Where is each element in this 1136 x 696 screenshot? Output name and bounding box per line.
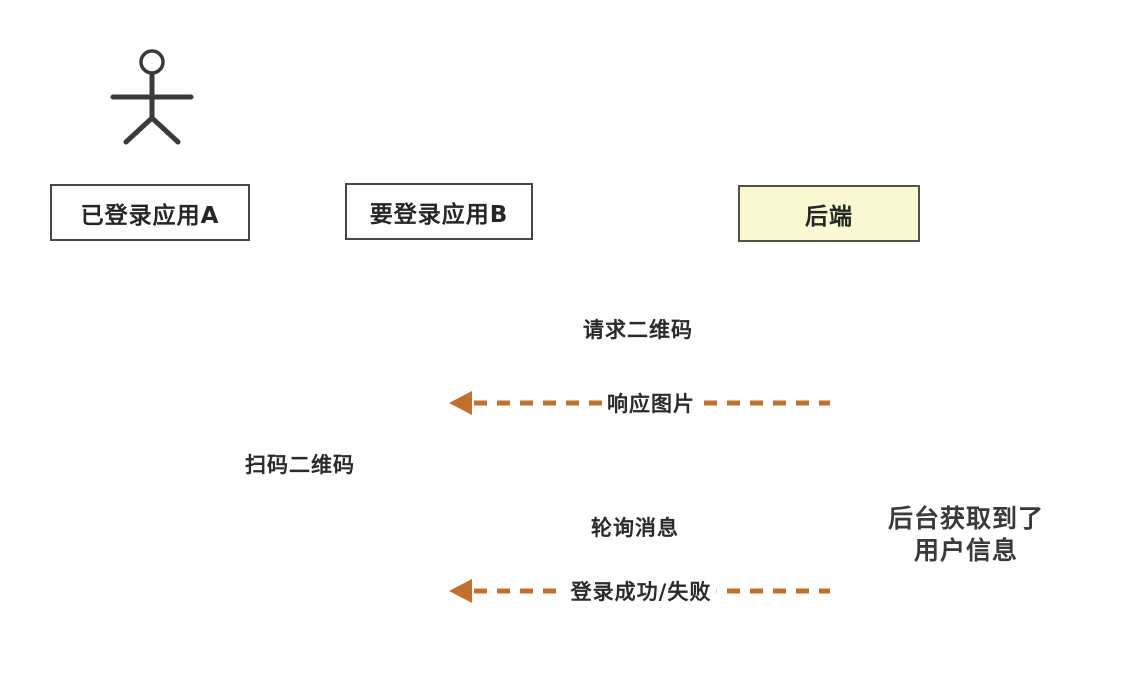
actor-leg-right xyxy=(149,115,181,145)
note-line-1: 后台获取到了 xyxy=(887,504,1045,533)
message-label-response-image: 响应图片 xyxy=(602,386,700,420)
message-label-scan-qrcode: 扫码二维码 xyxy=(240,447,360,481)
participant-app-a: 已登录应用A xyxy=(50,184,250,241)
actor-stick-figure-icon xyxy=(110,49,194,145)
message-label-request-qrcode: 请求二维码 xyxy=(578,312,698,346)
participant-backend: 后端 xyxy=(738,185,920,242)
participant-backend-label: 后端 xyxy=(805,203,853,230)
actor-head xyxy=(139,49,165,75)
dashed-arrow-login-result xyxy=(449,579,830,603)
participant-app-a-label: 已登录应用A xyxy=(80,202,220,229)
actor-leg-left xyxy=(123,115,155,145)
message-label-login-result: 登录成功/失败 xyxy=(565,574,717,608)
note-backend-got-user-info: 后台获取到了 用户信息 xyxy=(888,503,1044,567)
participant-app-b-label: 要登录应用B xyxy=(369,201,509,228)
arrowhead-left-icon xyxy=(449,579,472,603)
participant-app-b: 要登录应用B xyxy=(345,183,533,240)
note-line-2: 用户信息 xyxy=(913,536,1019,565)
dashed-arrow-response-image xyxy=(449,391,830,415)
arrowhead-left-icon xyxy=(449,391,472,415)
message-label-poll-message: 轮询消息 xyxy=(586,510,684,544)
